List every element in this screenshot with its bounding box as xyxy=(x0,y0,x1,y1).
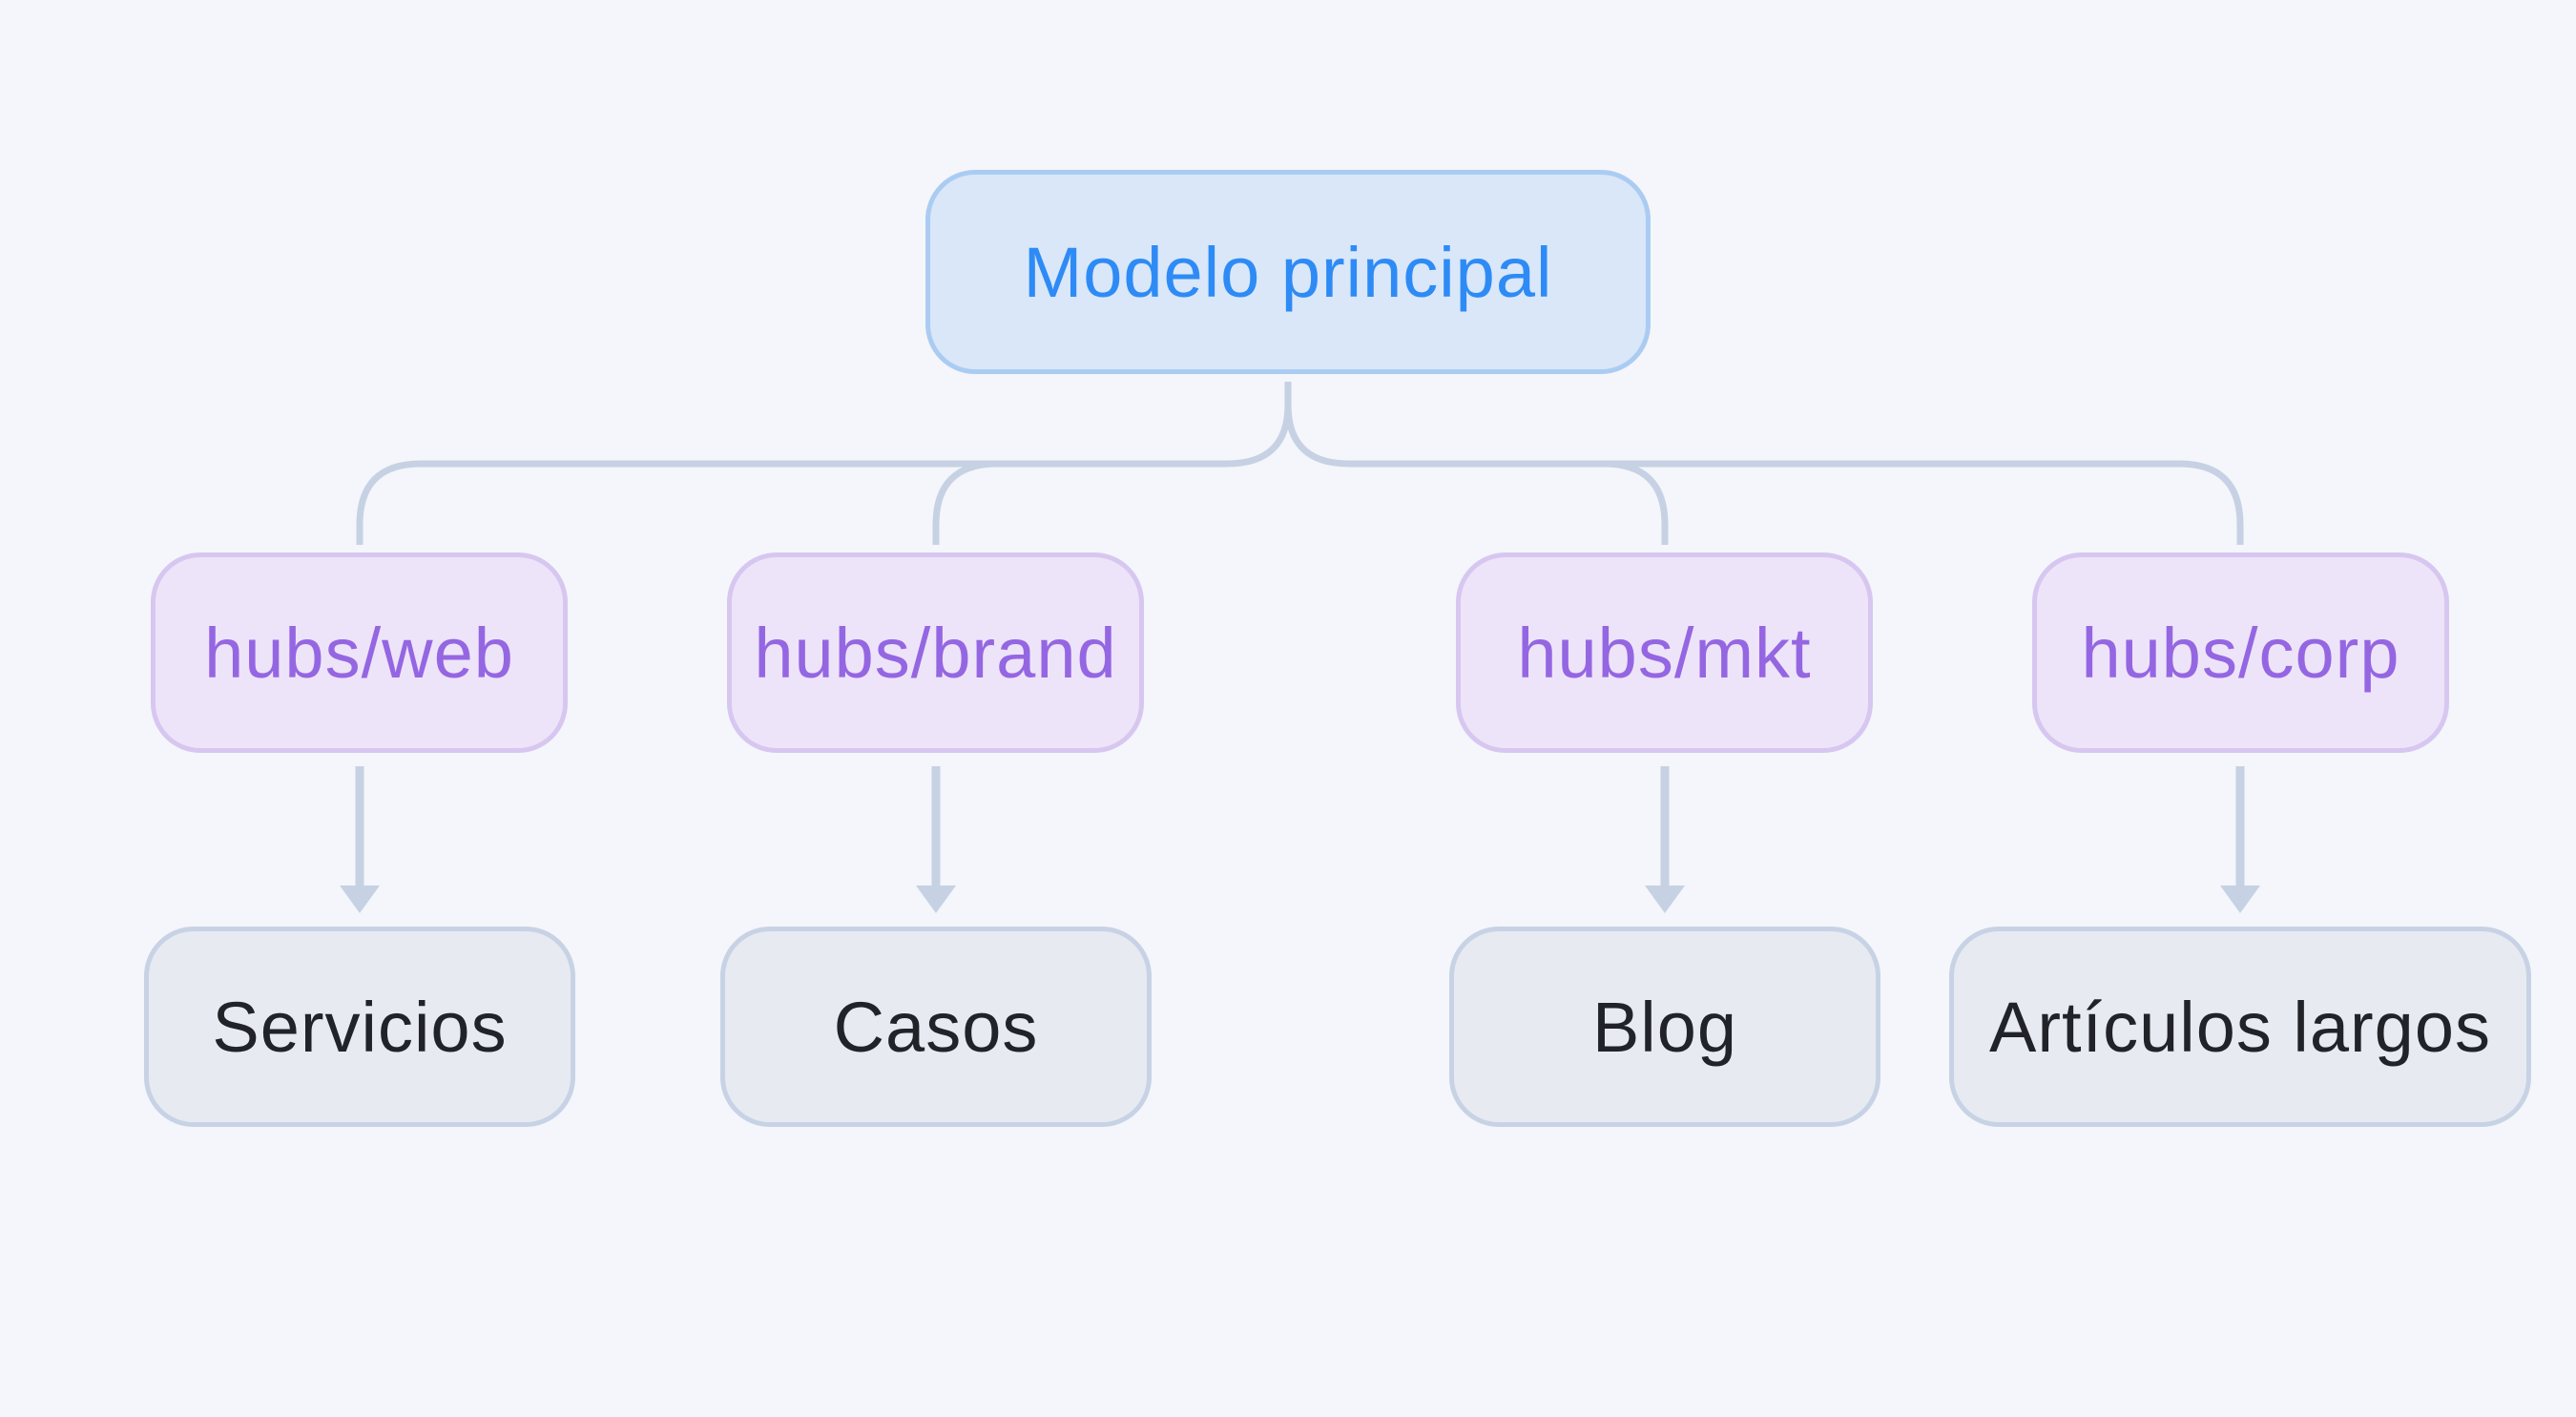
node-servicios[interactable]: Servicios xyxy=(144,927,575,1127)
node-hubs-web-label: hubs/web xyxy=(204,613,514,693)
node-articulos-largos[interactable]: Artículos largos xyxy=(1949,927,2531,1127)
arrowhead-mkt-to-blog xyxy=(1645,886,1685,913)
node-servicios-label: Servicios xyxy=(212,987,508,1067)
node-hubs-web[interactable]: hubs/web xyxy=(151,552,568,753)
node-casos-label: Casos xyxy=(833,987,1039,1067)
node-articulos-largos-label: Artículos largos xyxy=(1989,987,2491,1067)
node-hubs-corp-label: hubs/corp xyxy=(2081,613,2400,693)
node-modelo-principal[interactable]: Modelo principal xyxy=(925,170,1651,374)
connector-root-to-hub-brand xyxy=(932,460,998,545)
arrowhead-brand-to-casos xyxy=(916,886,956,913)
node-blog[interactable]: Blog xyxy=(1449,927,1880,1127)
node-hubs-brand-label: hubs/brand xyxy=(754,613,1117,693)
node-hubs-mkt-label: hubs/mkt xyxy=(1517,613,1812,693)
node-blog-label: Blog xyxy=(1591,987,1738,1067)
arrowhead-corp-to-articulos xyxy=(2220,886,2260,913)
node-hubs-mkt[interactable]: hubs/mkt xyxy=(1456,552,1873,753)
connector-root-to-hub-web xyxy=(356,382,1292,545)
node-hubs-corp[interactable]: hubs/corp xyxy=(2032,552,2449,753)
connector-root-to-hub-corp xyxy=(1284,382,2244,545)
connector-root-to-hub-mkt xyxy=(1603,460,1669,545)
node-hubs-brand[interactable]: hubs/brand xyxy=(727,552,1144,753)
node-modelo-principal-label: Modelo principal xyxy=(1023,232,1553,312)
node-casos[interactable]: Casos xyxy=(720,927,1152,1127)
arrowhead-web-to-servicios xyxy=(340,886,380,913)
